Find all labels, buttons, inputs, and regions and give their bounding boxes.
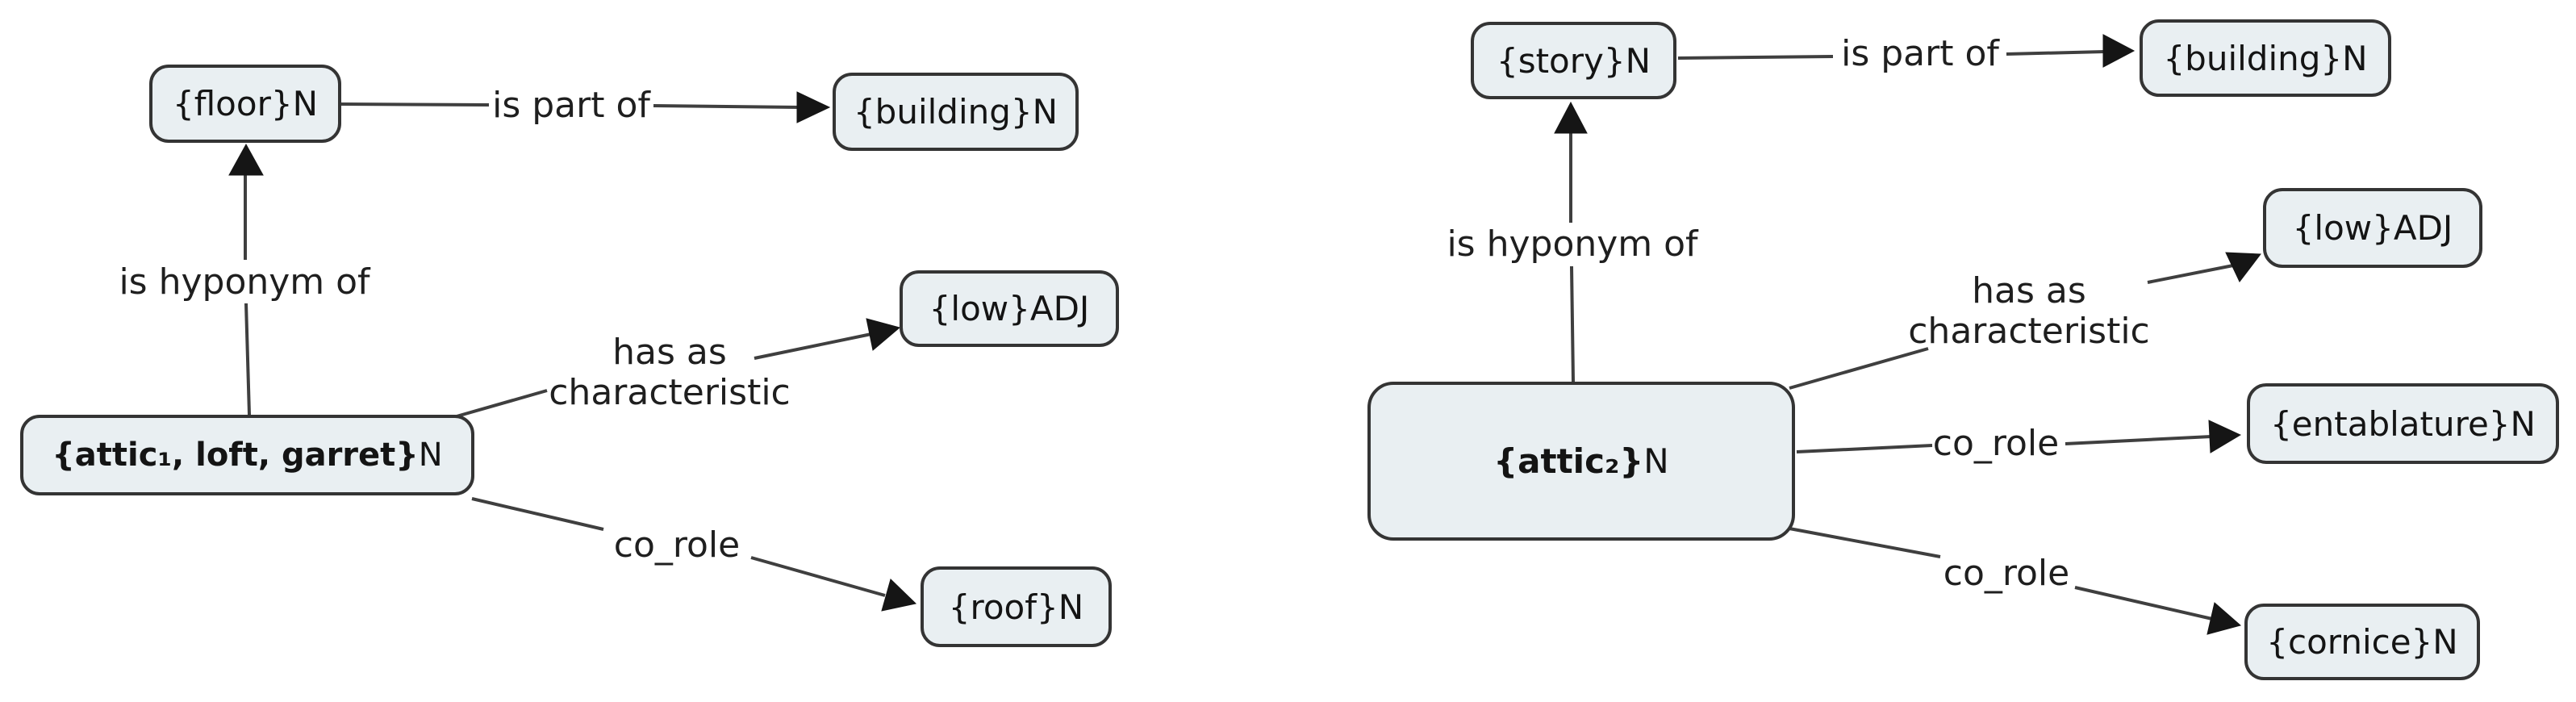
edge-label-co-role: co_role	[613, 524, 741, 566]
pos-tag: N	[1058, 587, 1084, 627]
node-label: {attic₁, loft, garret}	[52, 437, 419, 474]
edge-attic2-co-role-entablature	[1796, 420, 2242, 453]
pos-tag: N	[1643, 441, 1669, 481]
edge-label-line2: characteristic	[549, 372, 791, 413]
node-entablature[interactable]: {entablature}N	[2247, 383, 2559, 464]
node-floor[interactable]: {floor}N	[149, 65, 341, 143]
arrowhead-right-icon	[2208, 420, 2242, 453]
edge-label-line1: has as	[612, 332, 727, 373]
pos-tag: N	[2342, 38, 2368, 78]
node-label: {building}	[853, 92, 1033, 132]
node-low-left[interactable]: {low}ADJ	[900, 270, 1119, 347]
node-building-right[interactable]: {building}N	[2140, 19, 2391, 97]
node-label: {building}	[2163, 38, 2343, 78]
node-cornice[interactable]: {cornice}N	[2244, 604, 2480, 680]
node-attic1-loft-garret[interactable]: {attic₁, loft, garret}N	[20, 415, 474, 495]
arrowhead-upright-icon	[866, 318, 901, 351]
edge-label-is-part-of: is part of	[492, 85, 650, 126]
edge-label-line1: has as	[1972, 270, 2086, 311]
edge-story-is-part-of-building	[1677, 34, 2136, 68]
arrowhead-downright-icon	[2207, 602, 2242, 635]
edge-attic1-is-hyponym-of-floor	[228, 143, 264, 416]
node-building-left[interactable]: {building}N	[833, 73, 1079, 151]
node-attic2[interactable]: {attic₂}N	[1367, 382, 1795, 541]
node-story[interactable]: {story}N	[1471, 22, 1676, 99]
node-label: {entablature}	[2270, 403, 2511, 444]
node-roof[interactable]: {roof}N	[921, 566, 1112, 647]
node-label: {low}	[2292, 208, 2394, 248]
arrowhead-up-icon	[228, 143, 264, 176]
arrowhead-right-icon	[2102, 34, 2136, 68]
edge-floor-is-part-of-building	[340, 91, 831, 123]
edge-attic2-is-hyponym-of-story	[1554, 101, 1588, 382]
edge-label-is-part-of: is part of	[1841, 33, 1999, 74]
arrowhead-up-icon	[1554, 101, 1588, 134]
node-label: {story}	[1496, 40, 1626, 81]
edge-label-co-role-cornice: co_role	[1943, 553, 2070, 594]
edge-label-is-hyponym-of: is hyponym of	[1447, 224, 1698, 265]
node-low-right[interactable]: {low}ADJ	[2263, 188, 2482, 268]
edge-attic2-has-as-characteristic-low	[1789, 252, 2261, 390]
node-label: {attic₂}	[1493, 441, 1644, 481]
node-label: {roof}	[948, 587, 1058, 627]
edge-attic1-co-role-roof	[471, 497, 917, 612]
edge-label-line2: characteristic	[1908, 311, 2150, 352]
edge-label-co-role-entablature: co_role	[1932, 423, 2060, 464]
pos-tag: ADJ	[1029, 289, 1090, 328]
arrowhead-right-icon	[796, 91, 831, 123]
pos-tag: N	[2432, 622, 2458, 662]
pos-tag: N	[1625, 40, 1651, 81]
edge-attic2-co-role-cornice	[1789, 527, 2242, 635]
edge-attic1-has-as-characteristic-low	[456, 318, 901, 418]
pos-tag: N	[2510, 403, 2536, 444]
edge-label-is-hyponym-of: is hyponym of	[119, 261, 370, 303]
pos-tag: N	[1032, 92, 1058, 132]
arrowhead-upright-icon	[2225, 252, 2261, 282]
node-label: {floor}	[173, 84, 293, 123]
pos-tag: ADJ	[2393, 208, 2453, 248]
pos-tag: N	[292, 84, 318, 123]
node-label: {cornice}	[2266, 622, 2433, 662]
arrowhead-downright-icon	[881, 579, 917, 612]
pos-tag: N	[418, 437, 443, 474]
node-label: {low}	[929, 289, 1030, 328]
